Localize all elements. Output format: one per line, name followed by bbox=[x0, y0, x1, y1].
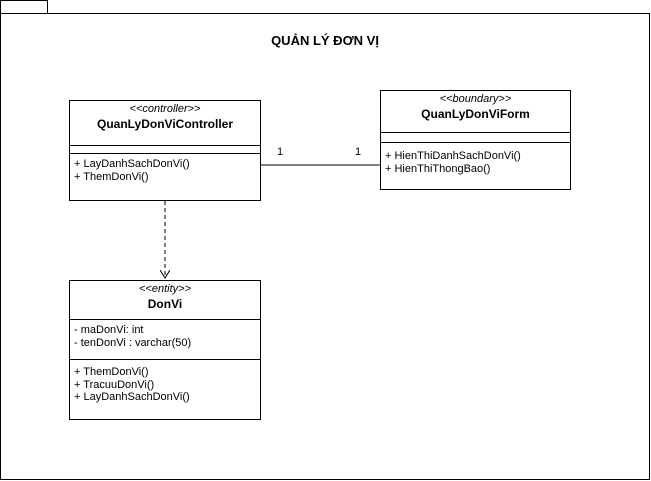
attribute-item: - maDonVi: int bbox=[74, 324, 144, 336]
class-name: DonVi bbox=[147, 297, 183, 311]
method-list: + ThemDonVi() + TracuuDonVi() + LayDanhS… bbox=[74, 366, 258, 404]
method-list: + LayDanhSachDonVi() + ThemDonVi() bbox=[74, 158, 258, 183]
package-tab bbox=[0, 0, 48, 13]
class-boundary: <<boundary>> QuanLyDonViForm + HienThiDa… bbox=[380, 90, 571, 190]
attribute-list: - maDonVi: int - tenDonVi : varchar(50) bbox=[74, 324, 258, 349]
attribute-item: - tenDonVi : varchar(50) bbox=[74, 336, 192, 349]
method-item: + HienThiDanhSachDonVi() bbox=[385, 150, 521, 162]
association-source-multiplicity: 1 bbox=[277, 146, 284, 158]
class-divider bbox=[381, 132, 570, 133]
package-frame bbox=[0, 13, 650, 480]
class-controller: <<controller>> QuanLyDonViController + L… bbox=[69, 100, 261, 201]
method-item: + ThemDonVi() bbox=[74, 170, 149, 183]
method-item: + ThemDonVi() bbox=[74, 366, 149, 378]
class-stereotype: <<controller>> bbox=[129, 103, 201, 115]
class-divider bbox=[70, 153, 260, 154]
method-item: + LayDanhSachDonVi() bbox=[74, 391, 190, 403]
class-name: QuanLyDonViForm bbox=[421, 107, 530, 121]
class-stereotype: <<entity>> bbox=[139, 283, 191, 295]
class-divider bbox=[70, 319, 260, 320]
association-target-multiplicity: 1 bbox=[355, 146, 362, 158]
class-stereotype: <<boundary>> bbox=[439, 93, 512, 105]
class-name: QuanLyDonViController bbox=[96, 117, 233, 131]
class-divider bbox=[381, 142, 570, 143]
class-entity: <<entity>> DonVi - maDonVi: int - tenDon… bbox=[69, 280, 261, 420]
package-title: QUẢN LÝ ĐƠN VỊ bbox=[271, 33, 379, 48]
class-divider bbox=[70, 359, 260, 360]
method-item: + LayDanhSachDonVi() bbox=[74, 158, 190, 170]
class-divider bbox=[70, 145, 260, 146]
method-list: + HienThiDanhSachDonVi() + HienThiThongB… bbox=[385, 150, 568, 175]
method-item: + HienThiThongBao() bbox=[385, 162, 491, 175]
method-item: + TracuuDonVi() bbox=[74, 378, 155, 391]
